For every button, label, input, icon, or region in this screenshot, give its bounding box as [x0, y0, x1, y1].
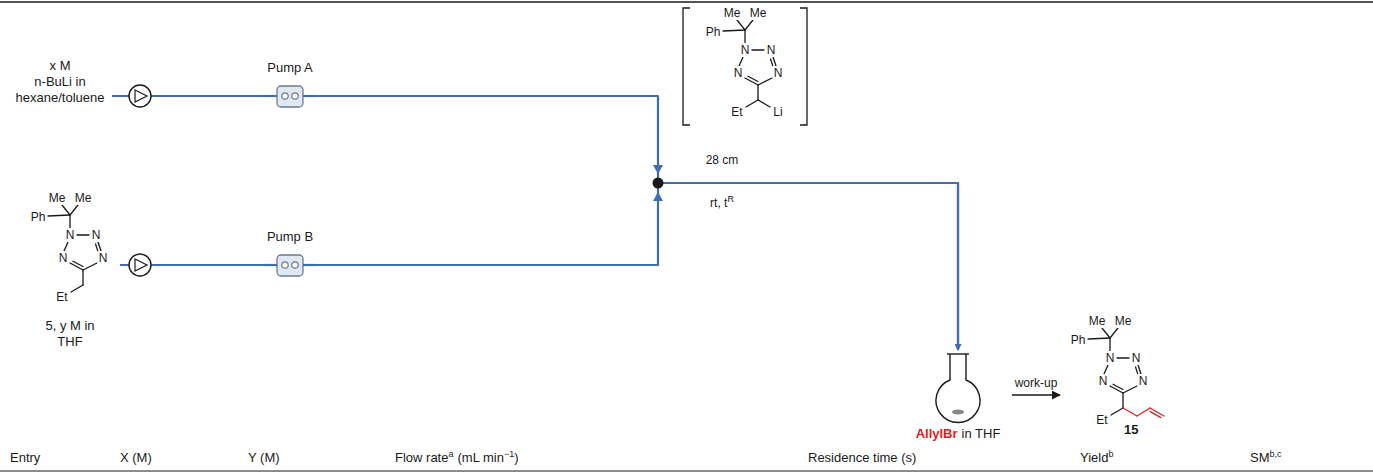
atom-label: Et [1095, 413, 1108, 427]
node-text: Pump A [264, 60, 316, 76]
label-text: −1 [504, 449, 514, 459]
node-text: x M [8, 58, 112, 74]
label-text: R [727, 194, 734, 204]
text-holder: 5, y M in THF [20, 318, 120, 350]
atom-label: Me [1114, 314, 1133, 328]
atom-label: N [1105, 351, 1116, 365]
node-text: AllylBr [916, 426, 958, 442]
text-holder: AllylBrin THF [906, 426, 1010, 442]
atom-label: N [65, 228, 76, 242]
node-text: n-BuLi in hexane/toluene [8, 74, 112, 106]
atom-label: Li [772, 105, 783, 119]
atom-label: Me [749, 6, 768, 20]
label-text: Y (M) [248, 450, 280, 465]
table-header: Y (M) [248, 450, 280, 466]
table-header: Residence time (s) [808, 450, 916, 466]
node-text: 15 [1124, 422, 1138, 438]
pump-icon [277, 255, 303, 276]
flow-arrowhead [653, 192, 663, 201]
structure-bonds [48, 20, 1164, 418]
table-header: Entry [10, 450, 40, 466]
table-header: Yieldb [1080, 450, 1113, 466]
flask-node: AllylBrin THF [906, 350, 1010, 442]
node-text: in THF [962, 426, 1001, 442]
label-text: Residence time (s) [808, 450, 916, 465]
table-header: Flow ratea (mL min−1) [395, 450, 519, 466]
atom-label: Ph [30, 210, 47, 224]
label-text: b,c [1270, 449, 1282, 459]
reactor-length: 28 cm [706, 152, 739, 168]
round-bottom-flask [936, 354, 980, 422]
atom-label: Me [74, 191, 93, 205]
atom-label: Me [48, 191, 67, 205]
reagent-label: x Mn-BuLi in hexane/toluene [8, 58, 112, 106]
label-text: a [448, 449, 453, 459]
table-rule [0, 1, 1373, 3]
atom-label: Et [55, 290, 68, 304]
atom-label: Me [1088, 314, 1107, 328]
label-text: Yield [1080, 450, 1108, 465]
atom-label: N [740, 43, 751, 57]
atom-label: N [1098, 374, 1109, 388]
table-rule [0, 471, 1373, 472]
atom-label: N [98, 251, 109, 265]
label-text: SM [1250, 450, 1270, 465]
flow-tube [316, 96, 958, 350]
label-text: Entry [10, 450, 40, 465]
reaction-condition: rt, tR [710, 195, 734, 211]
atom-label: N [91, 228, 102, 242]
label-text: b [1108, 449, 1113, 459]
atom-label: Et [730, 105, 743, 119]
node-text: Pump B [264, 229, 316, 245]
atom-label: N [1131, 351, 1142, 365]
atom-label: Ph [705, 25, 722, 39]
bracket [683, 8, 690, 125]
atom-label: N [766, 43, 777, 57]
flow-tube [316, 183, 958, 350]
atom-label: N [1138, 374, 1149, 388]
label-text: X (M) [120, 450, 152, 465]
edge-label: work-up [1013, 376, 1060, 390]
label-text: ) [514, 450, 518, 465]
table-header: SMb,c [1250, 450, 1282, 466]
t-mixer [653, 178, 664, 189]
atom-label: N [58, 251, 69, 265]
pump-box: Pump B [264, 229, 316, 279]
tube-stubs [264, 96, 316, 265]
table-header: X (M) [120, 450, 152, 466]
label-text: 28 cm [706, 153, 739, 167]
flow-arrowhead [653, 165, 663, 174]
label-text: rt, t [710, 196, 727, 210]
label-text: Flow rate [395, 450, 448, 465]
node-text: 5, y M in THF [45, 318, 95, 350]
label-text: (mL min [457, 450, 503, 465]
atom-label: N [733, 66, 744, 80]
reaction-arrow [1012, 394, 1060, 395]
pump-box: Pump A [264, 60, 316, 110]
atom-label: N [773, 66, 784, 80]
pump-icon [277, 86, 303, 107]
atom-label: Me [723, 6, 742, 20]
pump-symbol [129, 85, 151, 107]
atom-label: Ph [1070, 333, 1087, 347]
bracket [800, 8, 807, 125]
pump-symbol [129, 254, 151, 276]
